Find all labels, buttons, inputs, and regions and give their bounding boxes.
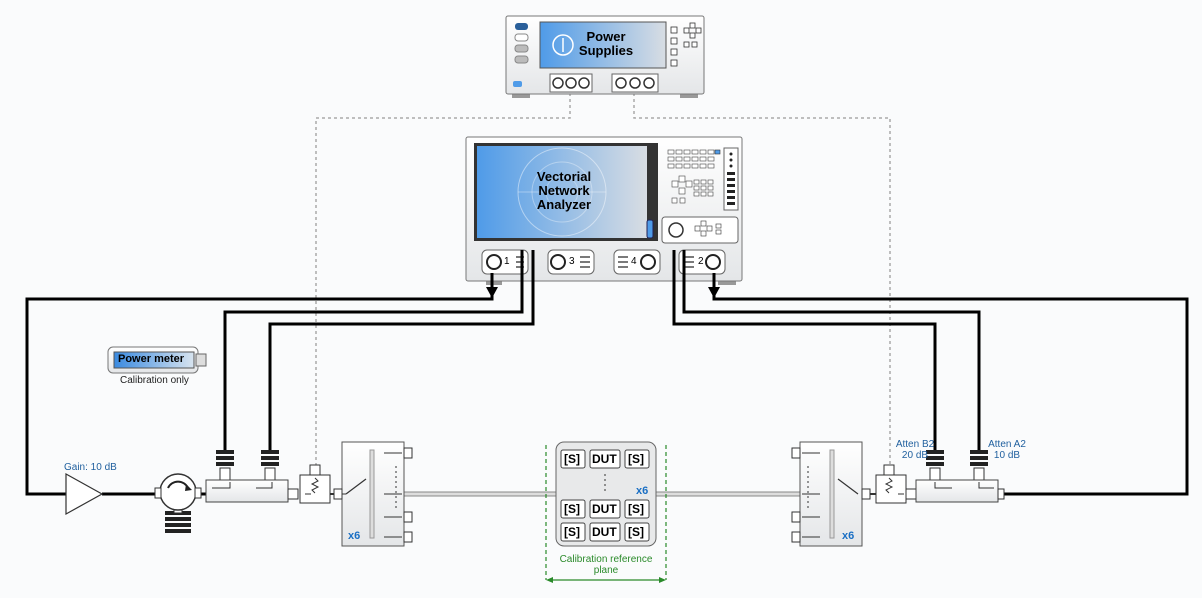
atten-a2-value: 10 dB: [993, 450, 1021, 461]
amplifier-symbol: [65, 472, 104, 516]
atten-b2-value: 20 dB: [901, 450, 929, 461]
amplifier-gain-label: Gain: 10 dB: [64, 462, 117, 473]
calibration-line1: Calibration reference: [559, 554, 653, 565]
power-supplies-label-line2: Supplies: [578, 43, 634, 58]
power-meter: [107, 346, 207, 374]
vna-label-line1: Vectorial: [536, 169, 592, 184]
atten-a2-label: Atten A2 10 dB: [984, 439, 1030, 461]
control-lines: [315, 93, 891, 465]
vna-port2-label: 2: [698, 256, 704, 267]
left-switch-matrix: [333, 441, 413, 547]
power-supplies-instrument: [505, 15, 705, 98]
dut-row1-s-right: [S]: [628, 452, 644, 466]
dut-row3-s-left: [S]: [564, 525, 580, 539]
vna-port4-label: 4: [631, 256, 637, 267]
atten-a2-name: Atten A2: [988, 439, 1026, 450]
dut-board: [555, 441, 657, 547]
power-supplies-label: Power Supplies: [578, 30, 634, 58]
right-directional-coupler: [870, 450, 1005, 504]
dut-row2-s-right: [S]: [628, 502, 644, 516]
atten-b2-label: Atten B2 20 dB: [892, 439, 938, 461]
power-meter-label: Power meter: [118, 353, 185, 365]
dut-row2-s-left: [S]: [564, 502, 580, 516]
atten-b2-name: Atten B2: [895, 439, 935, 450]
power-supplies-label-line1: Power: [586, 29, 626, 44]
calibration-plane-markers: [545, 445, 667, 581]
right-switch-count: x6: [842, 530, 855, 542]
dut-board-count: x6: [636, 485, 649, 497]
circulator: [154, 473, 202, 533]
right-switch-matrix: [791, 441, 871, 547]
dut-row3-dut: DUT: [592, 525, 617, 539]
left-directional-coupler: [205, 450, 342, 504]
transmission-lines: [404, 491, 800, 497]
left-switch-count: x6: [348, 530, 361, 542]
dut-row2-dut: DUT: [592, 502, 617, 516]
vector-network-analyzer: [465, 136, 743, 285]
dut-row1-dut: DUT: [592, 452, 617, 466]
vna-label-line2: Network: [538, 183, 590, 198]
calibration-line2: plane: [593, 565, 619, 576]
dut-row3-s-right: [S]: [628, 525, 644, 539]
dut-row1-s-left: [S]: [564, 452, 580, 466]
power-meter-caption: Calibration only: [120, 375, 189, 386]
vna-label: Vectorial Network Analyzer: [522, 170, 606, 212]
calibration-plane-label: Calibration reference plane: [556, 554, 656, 576]
vna-port1-label: 1: [504, 256, 510, 267]
vna-label-line3: Analyzer: [536, 197, 592, 212]
vna-port3-label: 3: [569, 256, 575, 267]
